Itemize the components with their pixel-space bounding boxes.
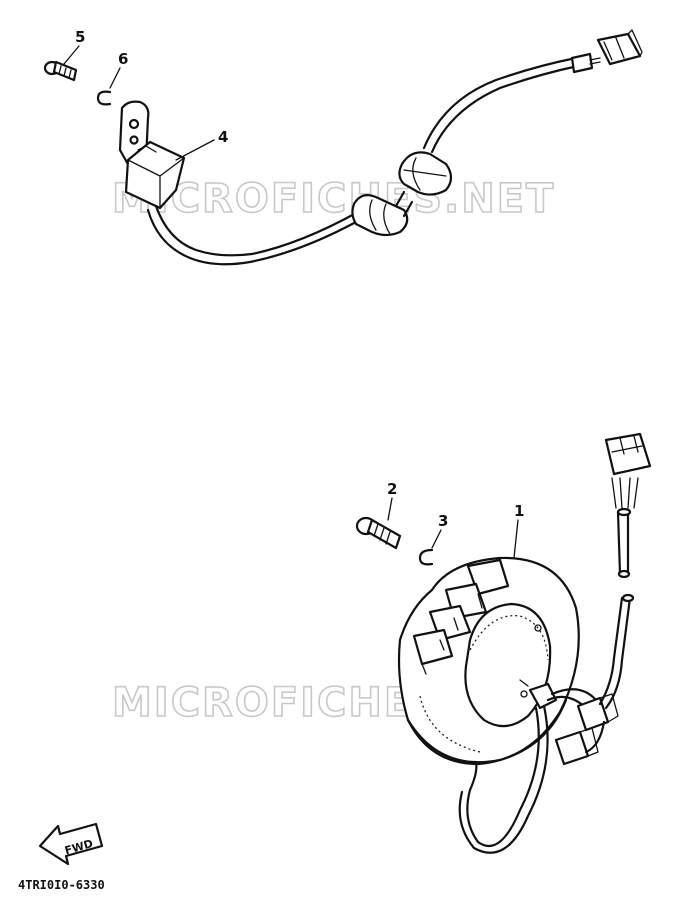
callout-3: 3 (438, 512, 448, 530)
leader-3 (431, 529, 442, 549)
pickup-coil-assembly (118, 29, 643, 266)
drawing-code: 4TRI0I0-6330 (18, 878, 105, 892)
clip-3 (418, 548, 434, 566)
callout-2: 2 (387, 480, 397, 498)
stator-assembly (397, 432, 652, 854)
leader-4 (175, 139, 215, 161)
callout-5: 5 (75, 28, 85, 46)
leader-2 (387, 497, 393, 521)
callout-1: 1 (514, 502, 524, 520)
callout-4: 4 (218, 128, 228, 146)
screw-2 (355, 516, 402, 550)
callout-6: 6 (118, 50, 128, 68)
fwd-arrow-icon: FWD (38, 822, 104, 866)
leader-1 (513, 519, 519, 559)
watermark-top: MICROFICHES.NET (112, 176, 555, 222)
leader-5 (63, 45, 80, 65)
clip-6 (96, 90, 112, 106)
leader-6 (109, 67, 121, 89)
screw-5 (43, 60, 78, 82)
